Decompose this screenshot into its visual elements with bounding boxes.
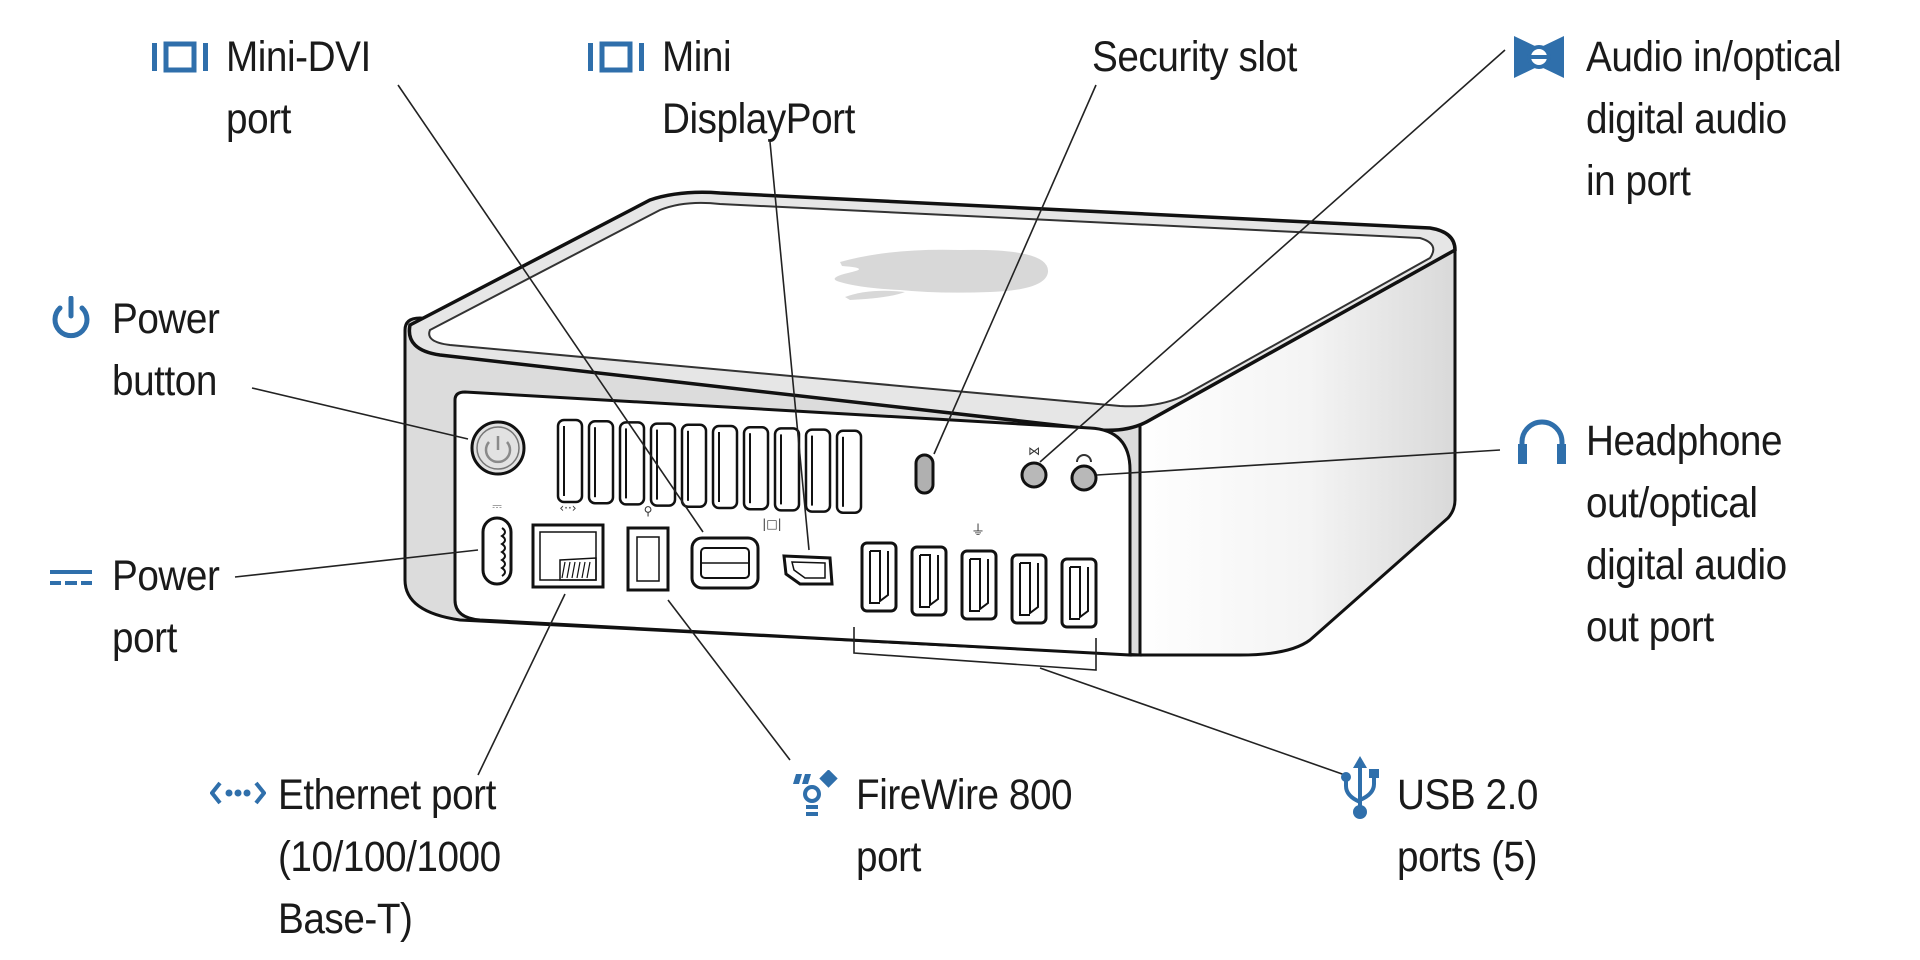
usb-port: [1060, 557, 1098, 629]
ethernet-port-hardware: ‹··›: [531, 501, 605, 589]
vent-slot: [556, 418, 584, 504]
callout-line: port: [112, 614, 177, 662]
vent-slot: [587, 419, 615, 505]
display-port-icon: [588, 40, 644, 79]
callout-power-button: Power button: [112, 288, 220, 412]
leader-headphone: [1096, 449, 1501, 476]
usb-port: [1010, 553, 1048, 625]
callout-line: Base-T): [278, 895, 413, 943]
callout-mini-displayport: Mini DisplayPort: [662, 26, 855, 150]
callout-line: in port: [1586, 157, 1691, 205]
vent-slot: [711, 424, 739, 510]
callout-ethernet: Ethernet port (10/100/1000 Base-T): [278, 764, 501, 950]
callout-line: ports (5): [1397, 833, 1538, 881]
svg-text:⎓: ⎓: [492, 499, 502, 513]
leader-power-button: [251, 387, 469, 440]
callout-security-slot: Security slot: [1092, 26, 1297, 88]
leader-security-slot: [933, 84, 1097, 455]
power-port-hardware: ⎓: [481, 499, 513, 586]
usb-ports-hardware: [860, 541, 1098, 629]
usb-bracket: [853, 627, 1097, 671]
callout-line: digital audio: [1586, 95, 1787, 143]
vent-slot: [835, 429, 863, 515]
power-icon: [50, 295, 92, 345]
callout-line: port: [226, 95, 291, 143]
leader-mini-dvi: [397, 84, 704, 533]
callout-line: USB 2.0: [1397, 771, 1538, 819]
display-port-icon: [152, 40, 208, 79]
callout-firewire: FireWire 800 port: [856, 764, 1073, 888]
mini-displayport-hardware: |□|: [762, 517, 834, 586]
ethernet-icon: [209, 780, 267, 811]
callout-power-port: Power port: [112, 545, 220, 669]
firewire-icon: [792, 769, 838, 823]
usb-symbol-engraving: ⏚: [971, 523, 985, 539]
svg-text:‹··›: ‹··›: [559, 501, 576, 515]
apple-logo: [834, 249, 1049, 300]
audio-in-jack: ⋈: [1020, 444, 1048, 489]
callout-mini-dvi: Mini-DVI port: [226, 26, 371, 150]
power-button-hardware: [470, 420, 526, 476]
vent-slot: [618, 421, 646, 506]
callout-line: Headphone: [1586, 417, 1783, 465]
vent-slot: [804, 428, 832, 513]
leader-lines: [234, 49, 1506, 776]
callout-line: button: [112, 357, 217, 405]
usb-port: [910, 545, 948, 617]
usb-port: [960, 549, 998, 621]
vent-slot: [742, 425, 770, 511]
headphone-icon: [1516, 418, 1568, 471]
vent-slot: [773, 427, 801, 512]
callout-line: Mini-DVI: [226, 33, 371, 81]
leader-mini-displayport: [769, 141, 810, 551]
mini-dvi-port-hardware: [690, 536, 760, 590]
svg-text:⋈: ⋈: [1028, 444, 1040, 458]
callout-line: port: [856, 833, 921, 881]
leader-firewire: [667, 599, 791, 761]
callout-audio-in: Audio in/optical digital audio in port: [1586, 26, 1842, 212]
callout-line: Mini: [662, 33, 732, 81]
callout-line: out port: [1586, 603, 1714, 651]
svg-text:⚲: ⚲: [644, 504, 653, 518]
callout-line: Audio in/optical: [1586, 33, 1842, 81]
callout-line: DisplayPort: [662, 95, 855, 143]
usb-icon: [1340, 756, 1380, 825]
callout-line: digital audio: [1586, 541, 1787, 589]
callout-line: out/optical: [1586, 479, 1758, 527]
leader-ethernet: [477, 593, 566, 776]
security-slot-hardware: [914, 453, 935, 495]
callout-line: (10/100/1000: [278, 833, 501, 881]
usb-port: [860, 541, 898, 613]
callout-line: Ethernet port: [278, 771, 496, 819]
headphone-jack: [1070, 454, 1098, 492]
leader-audio-in: [1039, 49, 1506, 463]
callout-line: Power: [112, 552, 220, 600]
dc-power-icon: [50, 568, 92, 593]
vent-slot: [649, 422, 677, 507]
callout-line: Power: [112, 295, 220, 343]
callout-line: Security slot: [1092, 33, 1297, 81]
firewire-port-hardware: ⚲: [626, 504, 670, 592]
svg-text:|□|: |□|: [762, 517, 781, 531]
audio-in-icon: [1514, 36, 1564, 83]
vent-slot: [680, 423, 708, 509]
leader-usb: [1039, 667, 1346, 776]
callout-usb: USB 2.0 ports (5): [1397, 764, 1538, 888]
leader-power-port: [234, 549, 479, 578]
callout-line: FireWire 800: [856, 771, 1073, 819]
callout-headphone: Headphone out/optical digital audio out …: [1586, 410, 1787, 658]
